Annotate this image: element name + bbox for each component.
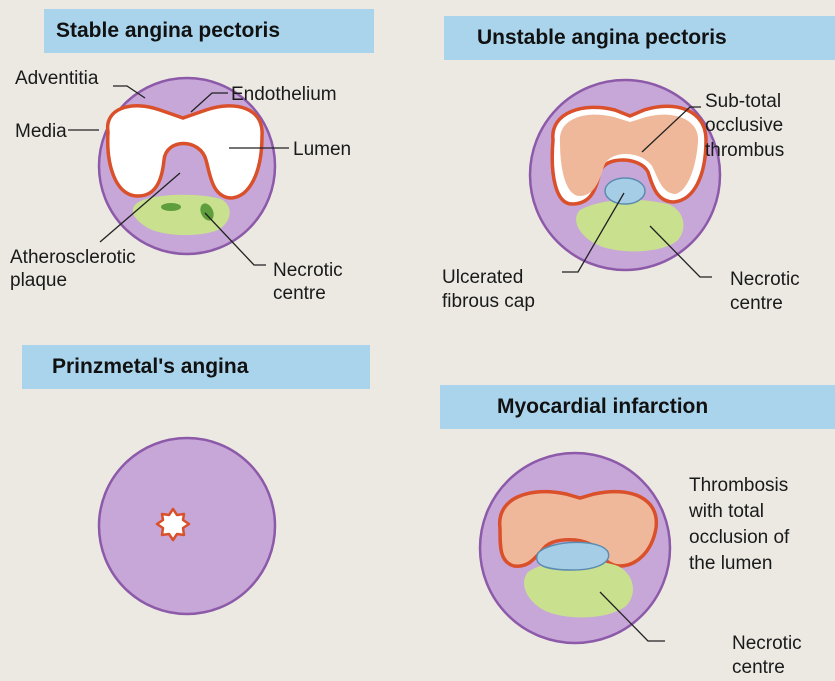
ulcerated-fibrous-cap-label: Ulcerated [442,267,523,288]
prinzmetal-angina-panel [99,438,275,614]
unstable-necrotic-centre-label: centre [730,293,783,314]
unstable-angina-panel: Sub-total occlusive thrombus Ulcerated f… [442,80,800,314]
thrombosis-total-occlusion-label: Thrombosis [689,475,788,496]
atherosclerotic-plaque-label: Atherosclerotic [10,247,136,268]
subtotal-thrombus-label: Sub-total [705,91,781,112]
stable-necrotic-spot [161,203,181,211]
thrombosis-total-occlusion-label: with total [688,501,764,522]
ulcerated-fibrous-cap-label: fibrous cap [442,291,535,312]
infarction-fibrous-cap [537,542,609,570]
thrombosis-total-occlusion-label: the lumen [689,553,772,574]
adventitia-label: Adventitia [15,68,99,89]
stable-necrotic-centre-label: centre [273,283,326,304]
thrombosis-total-occlusion-label: occlusion of [689,527,790,548]
stable-angina-panel: Adventitia Endothelium Media Lumen Ather… [10,68,351,304]
atherosclerotic-plaque-label: plaque [10,270,67,291]
subtotal-thrombus-label: occlusive [705,115,783,136]
myocardial-infarction-panel: Thrombosis with total occlusion of the l… [480,453,802,678]
constricted-lumen [157,509,189,540]
lumen-label: Lumen [293,139,351,160]
endothelium-label: Endothelium [231,84,337,105]
media-label: Media [15,121,67,142]
unstable-necrotic-centre-label: Necrotic [730,269,800,290]
infarction-necrotic-centre-label: centre [732,657,785,678]
stable-necrotic-centre-label: Necrotic [273,260,343,281]
infarction-necrotic-centre-label: Necrotic [732,633,802,654]
ulcerated-fibrous-cap [605,178,645,204]
subtotal-thrombus-label: thrombus [705,140,784,161]
